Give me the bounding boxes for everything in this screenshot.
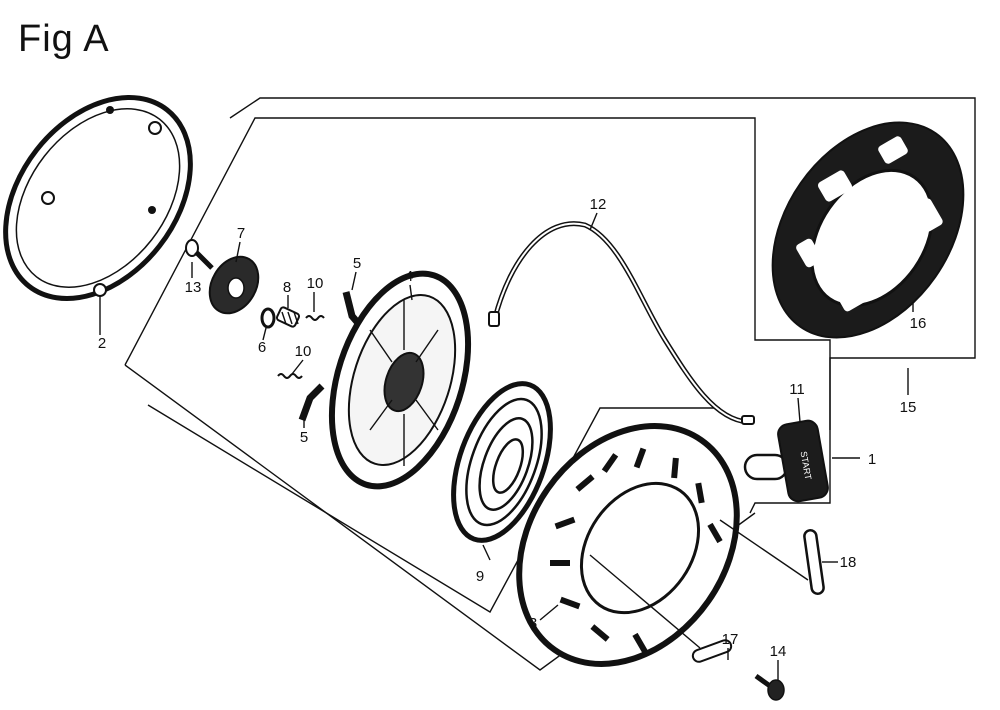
callout-5-upper: 5 [353,255,361,272]
cap-part-17 [691,639,733,663]
bolt-part-13 [185,239,214,270]
callout-10-upper: 10 [307,275,324,292]
friction-plate-part [208,255,260,315]
starter-handle-part: START [743,419,829,503]
flange-bolt-part [754,673,785,701]
assembly-outline-1 [124,117,831,671]
clip-part-18 [803,529,825,595]
outer-housing-part [771,121,965,339]
ratchet-part-b [298,383,325,422]
callout-3: 3 [529,615,537,632]
callout-7: 7 [237,225,245,242]
figure-title: Fig A [18,18,110,60]
callout-10-lower: 10 [295,343,312,360]
reel-part [328,270,472,490]
callout-17: 17 [722,631,739,648]
callout-1: 1 [868,451,876,468]
starter-rope-part [488,221,755,425]
callout-4: 4 [405,268,413,285]
callout-6: 6 [258,339,266,356]
callout-13: 13 [185,279,202,296]
callout-labels: 1 2 3 4 5 5 6 7 8 9 10 10 11 12 13 14 15… [98,196,927,660]
return-spring-part [451,381,553,543]
small-spring-part-b [277,373,303,379]
callout-9: 9 [476,568,484,585]
leader-lines [99,212,914,680]
callout-15: 15 [900,399,917,416]
callout-18: 18 [840,554,857,571]
small-spring-part-a [305,315,325,321]
spring-part-8 [275,306,301,328]
handle-start-text: START [799,450,814,480]
callout-8: 8 [283,279,291,296]
callout-16: 16 [910,315,927,332]
callout-5-lower: 5 [300,429,308,446]
callout-12: 12 [590,196,607,213]
callout-14: 14 [770,643,787,660]
gasket-ring-part [3,95,193,301]
washer-part [260,307,276,329]
fan-cover-part [516,423,740,667]
callout-11: 11 [789,381,805,398]
callout-2: 2 [98,335,106,352]
